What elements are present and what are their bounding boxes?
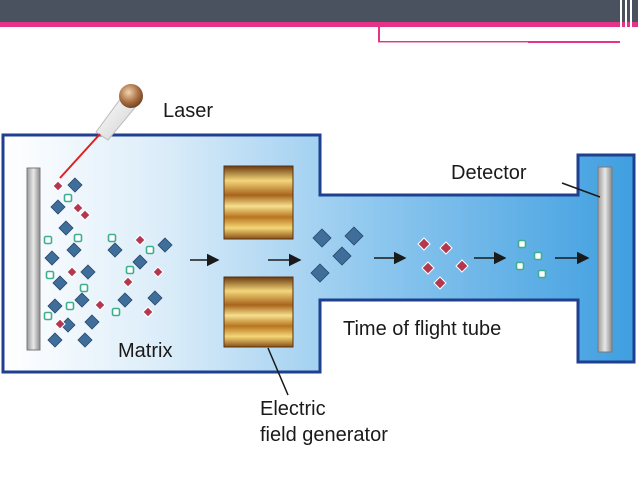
header-accent-line [0, 22, 638, 27]
matrix-ions [43, 177, 173, 348]
detector-plate [597, 166, 613, 353]
ion-diamond [47, 298, 63, 314]
ion-group-light [515, 239, 547, 279]
ion-green [73, 233, 83, 243]
ion-diamond [50, 199, 66, 215]
ion-green [107, 233, 117, 243]
ion-group-heavy [310, 226, 364, 283]
ion-diamond [312, 228, 332, 248]
ion-red [142, 306, 154, 318]
ion-red [439, 241, 453, 255]
label-matrix: Matrix [118, 340, 173, 362]
label-laser: Laser [163, 100, 214, 122]
ion-green [537, 269, 547, 279]
label-time-of-flight-tube: Time of flight tube [343, 318, 502, 340]
ion-red [417, 237, 431, 251]
detector-leader [561, 182, 601, 198]
ion-red [421, 261, 435, 275]
laser-beam [59, 133, 101, 179]
laser-icon [59, 84, 143, 179]
ion-diamond [58, 220, 74, 236]
ion-diamond [44, 250, 60, 266]
ion-green [517, 239, 527, 249]
ion-red [66, 266, 78, 278]
ion-diamond [310, 263, 330, 283]
ion-diamond [84, 314, 100, 330]
label-electric: Electric [260, 398, 326, 420]
ion-green [111, 307, 121, 317]
ion-green [43, 235, 53, 245]
ion-diamond [117, 292, 133, 308]
ion-diamond [74, 292, 90, 308]
ion-diamond [67, 177, 83, 193]
ion-green [65, 301, 75, 311]
header-stripes [616, 0, 638, 40]
label-field-generator: field generator [260, 424, 388, 446]
ion-green [125, 265, 135, 275]
ion-green [63, 193, 73, 203]
ion-green [515, 261, 525, 271]
ion-diamond [147, 290, 163, 306]
ion-green [145, 245, 155, 255]
ion-diamond [332, 246, 352, 266]
electrode-top [223, 165, 294, 240]
ion-diamond [77, 332, 93, 348]
label-detector: Detector [451, 162, 527, 184]
vacuum-chamber [1, 133, 636, 374]
ion-red [52, 180, 64, 192]
ion-diamond [107, 242, 123, 258]
ion-red [54, 318, 66, 330]
ion-green [533, 251, 543, 261]
ion-red [79, 209, 91, 221]
ion-green [45, 270, 55, 280]
header-accent-underline [378, 42, 528, 43]
ion-diamond [157, 237, 173, 253]
ion-red [134, 234, 146, 246]
ion-green [79, 283, 89, 293]
ion-diamond [132, 254, 148, 270]
ion-diamond [66, 242, 82, 258]
ion-diamond [47, 332, 63, 348]
ion-red [122, 276, 134, 288]
electrode-bottom [223, 276, 294, 348]
efg-leader [267, 347, 289, 396]
ion-group-medium [417, 237, 469, 290]
ion-diamond [52, 275, 68, 291]
ion-red [94, 299, 106, 311]
ion-green [43, 311, 53, 321]
ion-red [72, 202, 84, 214]
ion-diamond [80, 264, 96, 280]
ion-diamond [344, 226, 364, 246]
ion-red [455, 259, 469, 273]
flight-arrows [190, 251, 590, 267]
ion-red [433, 276, 447, 290]
ion-red [152, 266, 164, 278]
header-bar [0, 0, 638, 22]
sample-plate [26, 167, 41, 351]
